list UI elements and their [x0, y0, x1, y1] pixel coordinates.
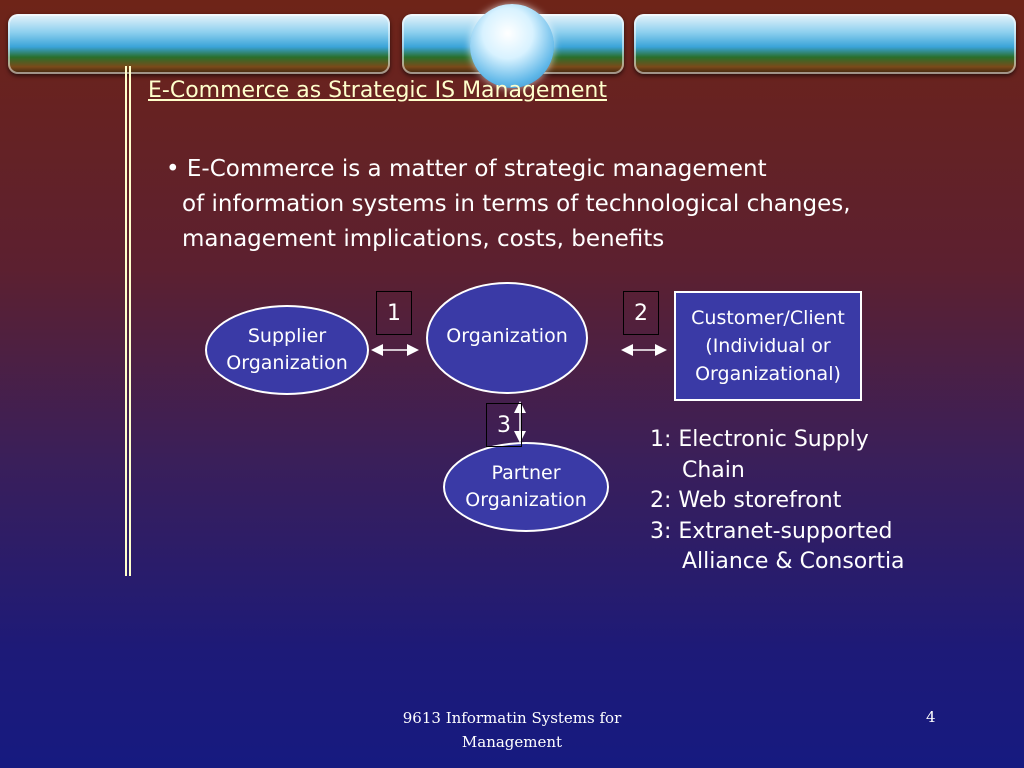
footer-course: 9613 Informatin Systems for Management — [362, 706, 662, 754]
partner-label-2: Organization — [465, 489, 587, 511]
bullet-icon: • — [166, 156, 180, 182]
diagram-legend: 1: Electronic Supply Chain 2: Web storef… — [650, 425, 905, 578]
customer-label-1: Customer/Client — [691, 307, 845, 329]
customer-label-2: (Individual or — [705, 335, 831, 357]
bullet-text: • E-Commerce is a matter of strategic ma… — [166, 152, 851, 257]
legend-item-1: 1: Electronic Supply — [650, 427, 869, 452]
globe-icon — [470, 4, 554, 88]
label-box-3: 3 — [486, 403, 522, 447]
vertical-rule-right — [129, 66, 131, 576]
customer-label-3: Organizational) — [695, 363, 841, 385]
legend-item-2: 2: Web storefront — [650, 488, 842, 513]
bullet-line-1: E-Commerce is a matter of strategic mana… — [186, 156, 767, 182]
footer-line-1: 9613 Informatin Systems for — [402, 709, 622, 727]
partner-label-1: Partner — [491, 462, 561, 484]
banner-left — [8, 14, 390, 74]
banner-right — [634, 14, 1016, 74]
organization-node: Organization — [426, 282, 588, 394]
footer-line-2: Management — [461, 733, 563, 751]
supplier-organization-node: Supplier Organization — [205, 305, 369, 395]
vertical-rule-left — [125, 66, 127, 576]
organization-label: Organization — [446, 324, 568, 347]
legend-item-3: 3: Extranet-supported — [650, 518, 893, 544]
customer-client-node: Customer/Client (Individual or Organizat… — [674, 291, 862, 401]
partner-organization-node: Partner Organization — [443, 442, 609, 532]
legend-item-1-cont: Chain — [682, 457, 745, 483]
supplier-label-2: Organization — [226, 352, 348, 374]
page-number: 4 — [926, 708, 936, 726]
slide-title: E-Commerce as Strategic IS Management — [148, 78, 607, 103]
label-box-1: 1 — [376, 291, 412, 335]
label-box-2: 2 — [623, 291, 659, 335]
legend-item-3-cont: Alliance & Consortia — [682, 549, 905, 574]
supplier-label-1: Supplier — [247, 325, 327, 347]
bullet-line-2: of information systems in terms of techn… — [182, 191, 851, 217]
bullet-line-3: management implications, costs, benefits — [182, 226, 665, 252]
